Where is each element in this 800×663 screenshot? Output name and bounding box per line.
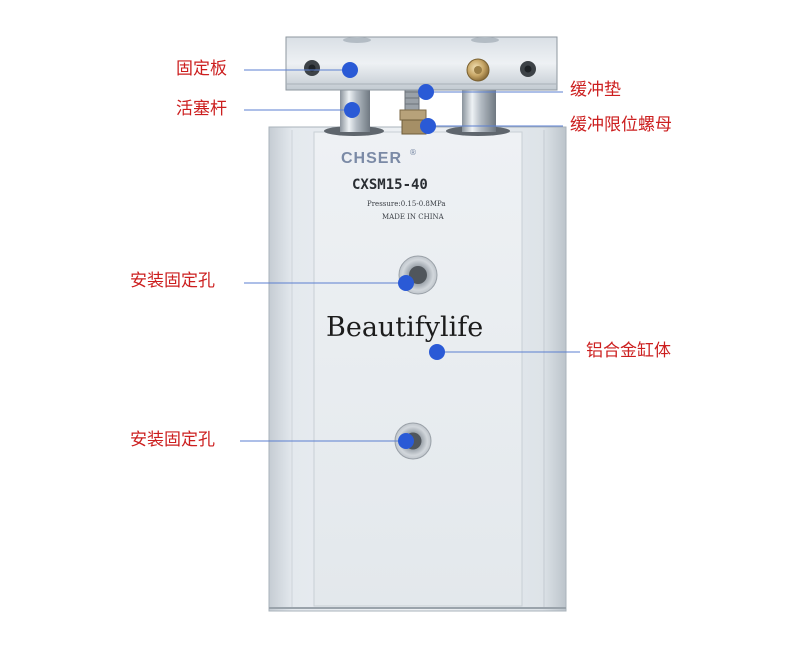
watermark-text: Beautifylife	[326, 312, 484, 343]
registered-mark: ®	[409, 148, 417, 157]
marker-aluminum-body	[429, 344, 445, 360]
label-mount-hole-upper: 安装固定孔	[130, 271, 215, 291]
product-marking: CHSER ® CXSM15-40 Pressure:0.15-0.8MPa M…	[341, 148, 446, 221]
origin-text: MADE IN CHINA	[382, 213, 445, 221]
leader-lines	[240, 69, 580, 442]
marker-dots	[342, 62, 445, 449]
label-mount-hole-lower: 安装固定孔	[130, 430, 215, 450]
label-piston-rod: 活塞杆	[176, 99, 227, 119]
label-buffer-nut: 缓冲限位螺母	[570, 115, 672, 135]
cushion-bolt	[399, 85, 427, 135]
cylinder-body	[268, 126, 567, 612]
fixing-plate	[285, 36, 558, 91]
model-number: CXSM15-40	[352, 177, 428, 193]
marker-mount-hole-upper	[398, 275, 414, 291]
label-aluminum-body: 铝合金缸体	[586, 341, 671, 361]
marker-buffer-nut	[420, 118, 436, 134]
label-fixing-plate: 固定板	[176, 59, 227, 79]
marker-fixing-plate	[342, 62, 358, 78]
brand-logo: CHSER	[341, 150, 402, 167]
pressure-rating: Pressure:0.15-0.8MPa	[367, 200, 446, 208]
marker-piston-rod	[344, 102, 360, 118]
marker-buffer-pad	[418, 84, 434, 100]
marker-mount-hole-lower	[398, 433, 414, 449]
label-buffer-pad: 缓冲垫	[570, 80, 621, 100]
